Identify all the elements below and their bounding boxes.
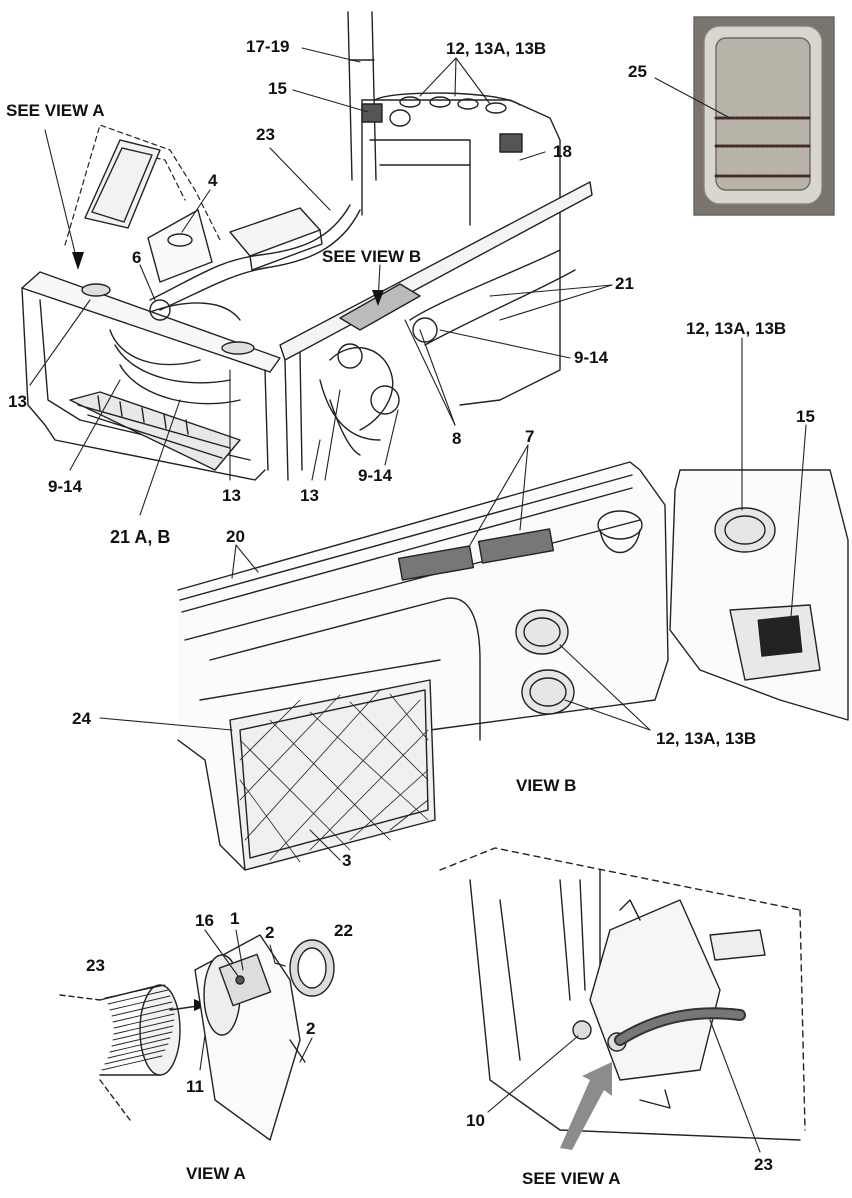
left-vents [81,283,255,355]
callout-12-view-b-bold: 12 [656,729,675,748]
callout-23-top: 23 [256,125,275,144]
callout-13-mid: 13 [222,486,241,505]
leaders-lower-right [487,1019,761,1153]
callout-15-door: 15 [796,407,815,426]
callout-2-bottom: 2 [306,1019,316,1038]
right-rail [279,181,593,481]
callout-9-14-left: 9-14 [48,477,83,496]
duct-tray [229,207,323,271]
callout-21-bold: 21 [110,527,131,547]
callout-13-right: 13 [300,486,319,505]
view-b-panel [177,461,669,871]
see-view-b-label: SEE VIEW B [322,247,422,266]
console-outline [64,124,221,246]
callout-7: 7 [525,427,535,446]
callout-3: 3 [342,851,352,870]
view-a-title: VIEW A [186,1164,246,1183]
callout-16: 16 [195,911,214,930]
callout-12-top: 12, 13A, 13B [446,40,546,57]
leaders-view-a [199,929,313,1071]
right-cabinet [361,92,561,406]
callout-12-view-b: 12, 13A, 13B [656,730,756,747]
callout-15-top: 15 [268,79,287,98]
callout-4: 4 [208,171,218,190]
hose-coils [101,984,175,1071]
see-view-a-label-bottom: SEE VIEW A [522,1169,621,1188]
callout-25: 25 [628,62,647,81]
callout-8: 8 [452,429,462,448]
left-hoses [109,299,241,405]
callout-23-lower: 23 [754,1155,773,1174]
callout-2-top: 2 [265,923,275,942]
callout-12-top-rest: , 13A, 13B [464,39,547,58]
hose-6 [149,204,361,311]
view-b-door [669,469,849,721]
callout-23-view-a: 23 [86,956,105,975]
cover-plate-4 [147,209,213,283]
net-mesh [239,689,429,863]
leaders-view-b [99,337,807,861]
callout-11: 11 [186,1077,204,1096]
callout-17-19: 17-19 [246,37,290,56]
callout-12-door: 12, 13A, 13B [686,319,787,338]
callout-18: 18 [553,142,572,161]
right-hoses [319,249,576,456]
see-view-a-label-top: SEE VIEW A [6,101,105,120]
lower-right-drawing [439,847,806,1141]
view-b-title: VIEW B [516,776,577,795]
callout-12-view-b-rest: , 13A, 13B [674,729,757,748]
callout-21-right: 21 [615,274,634,293]
callout-9-14-center: 9-14 [358,466,393,485]
callout-22: 22 [334,921,353,940]
window-panel [84,139,161,229]
callout-9-14-right: 9-14 [574,348,609,367]
callout-24: 24 [72,709,91,728]
callout-21-rest: A, B [130,527,171,547]
callout-20: 20 [226,527,245,546]
view-a-drawing [59,934,335,1141]
left-bin [21,271,281,481]
leaders-top [29,47,613,516]
callout-10: 10 [466,1111,485,1130]
callout-12-top-bold: 12 [446,39,465,58]
callout-21-ab: 21 A, B [110,528,170,546]
callout-1: 1 [230,909,240,928]
callout-13-left: 13 [8,392,27,411]
see-view-a-arrow [560,1062,612,1150]
callout-6: 6 [132,248,142,267]
photo-inset [654,16,835,216]
